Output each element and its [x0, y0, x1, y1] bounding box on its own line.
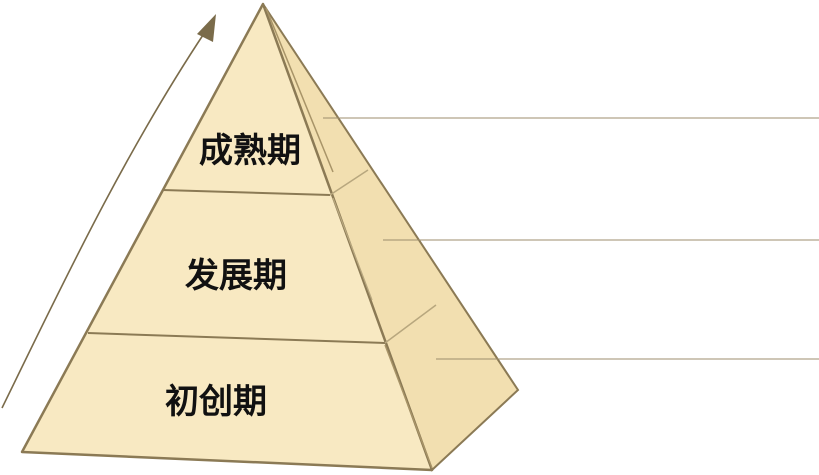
side-divider-upper — [329, 169, 369, 196]
tier-divider-lower — [87, 332, 386, 344]
sketch-stroke-1 — [265, 7, 334, 173]
tier-label-top: 成熟期 — [199, 131, 301, 171]
sketch-stroke-3 — [384, 344, 433, 469]
side-divider-lower — [384, 304, 437, 344]
growth-arrow-icon — [1, 14, 216, 409]
growth-arrow-shaft — [1, 31, 206, 409]
tier-divider-upper — [162, 189, 331, 196]
growth-arrow-head — [197, 14, 216, 42]
tier-label-bottom: 初创期 — [165, 382, 267, 422]
sketch-stroke-2 — [332, 197, 373, 301]
tier-label-middle: 发展期 — [185, 256, 287, 296]
